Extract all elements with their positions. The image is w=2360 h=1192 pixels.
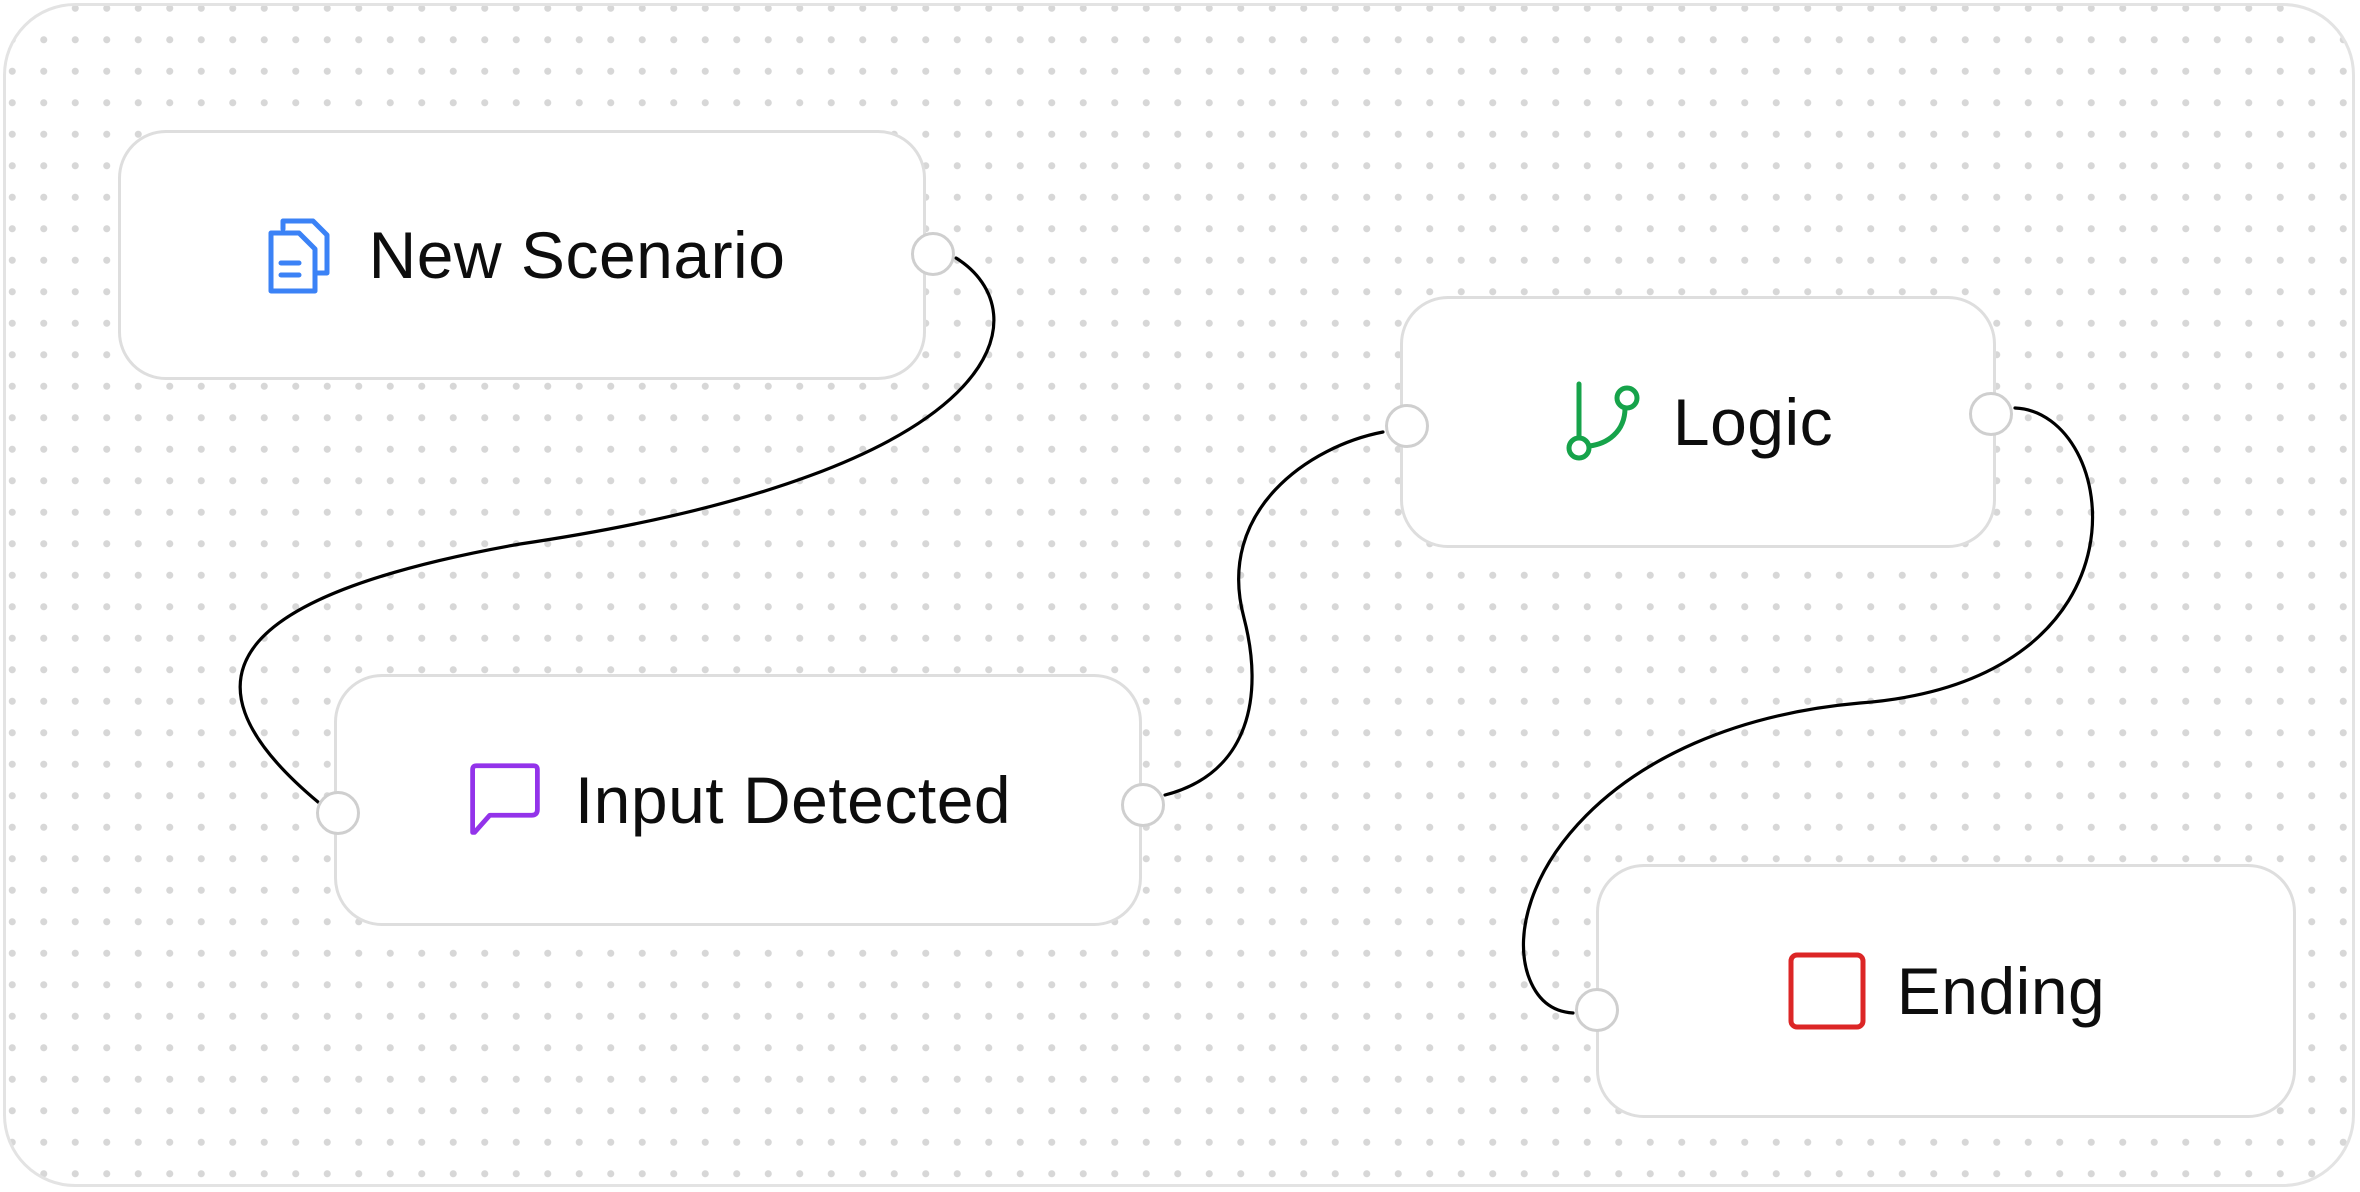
- ending-input-port[interactable]: [1575, 988, 1619, 1032]
- input-detected-input-port[interactable]: [316, 791, 360, 835]
- node-input-detected[interactable]: Input Detected: [334, 674, 1142, 926]
- branch-icon: [1563, 381, 1643, 462]
- chat-bubble-icon: [465, 760, 545, 840]
- logic-output-port[interactable]: [1969, 392, 2013, 436]
- node-label: Logic: [1672, 385, 1834, 459]
- document-copy-icon: [259, 215, 339, 295]
- node-label: New Scenario: [368, 218, 786, 292]
- input-detected-output-port[interactable]: [1121, 783, 1165, 827]
- logic-input-port[interactable]: [1385, 404, 1429, 448]
- node-ending[interactable]: Ending: [1596, 864, 2296, 1118]
- node-label: Input Detected: [574, 763, 1012, 837]
- node-label: Ending: [1896, 954, 2106, 1028]
- node-logic[interactable]: Logic: [1400, 296, 1996, 548]
- new-scenario-output-port[interactable]: [911, 232, 955, 276]
- node-new-scenario[interactable]: New Scenario: [118, 130, 926, 380]
- stop-square-icon: [1787, 951, 1867, 1031]
